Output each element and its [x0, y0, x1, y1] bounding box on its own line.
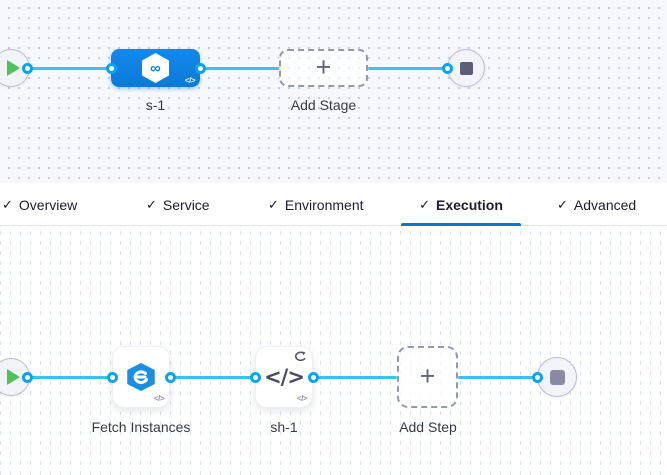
execution-start-node — [0, 358, 30, 396]
check-icon: ✓ — [557, 196, 568, 212]
swap-arrow-glyph — [133, 370, 148, 384]
tab-label: Environment — [284, 196, 364, 213]
add-stage-button[interactable]: + — [279, 49, 368, 87]
tab-advanced[interactable]: ✓ Advanced — [541, 183, 652, 226]
tab-execution[interactable]: ✓ Execution — [401, 183, 521, 226]
play-icon — [6, 369, 20, 385]
port-fetch-out[interactable] — [164, 371, 176, 383]
stage-label: s-1 — [145, 97, 166, 113]
port-sh1-out[interactable] — [307, 371, 319, 383]
code-template-icon: </> — [296, 394, 308, 403]
edge-start-to-stage — [27, 66, 111, 70]
port-end-in[interactable] — [441, 62, 453, 74]
step-node-sh1[interactable]: </> </> — [255, 346, 313, 408]
stage-node-s1[interactable]: ∞ </> — [111, 49, 200, 87]
tab-environment[interactable]: ✓ Environment — [252, 183, 380, 226]
check-icon: ✓ — [2, 196, 13, 212]
port-fetch-in[interactable] — [106, 371, 118, 383]
port-stage-out[interactable] — [194, 62, 206, 74]
port-exec-end-in[interactable] — [531, 371, 543, 383]
plus-icon: + — [315, 51, 332, 82]
check-icon: ✓ — [268, 196, 279, 212]
tab-label: Advanced — [573, 196, 637, 213]
pipeline-end-node — [447, 49, 485, 87]
port-sh1-in[interactable] — [249, 371, 261, 383]
tab-overview[interactable]: ✓ Overview — [0, 183, 93, 226]
execution-canvas[interactable]: </> </> </> + Fetch Instances sh-1 Add S… — [0, 226, 667, 475]
port-start-out[interactable] — [21, 62, 33, 74]
port-exec-start-out[interactable] — [21, 371, 33, 383]
play-icon — [6, 60, 20, 76]
deployment-hexagon-infinity-icon: ∞ — [142, 53, 169, 83]
looping-strategy-icon — [294, 351, 306, 362]
add-step-button[interactable]: + — [397, 346, 458, 408]
tab-label: Execution — [436, 196, 503, 213]
edge-stage-to-addstage — [200, 66, 280, 70]
stop-icon — [549, 369, 565, 385]
infinity-glyph: ∞ — [150, 59, 161, 77]
tab-label: Service — [162, 196, 210, 213]
edge-addstep-to-end — [458, 375, 537, 379]
code-template-icon: </> — [184, 76, 196, 85]
step-label-sh1: sh-1 — [270, 419, 298, 435]
stop-icon — [459, 61, 473, 75]
stage-config-tabbar: ✓ Overview ✓ Service ✓ Environment ✓ Exe… — [0, 183, 667, 226]
add-stage-label: Add Stage — [290, 97, 357, 113]
check-icon: ✓ — [419, 196, 430, 212]
execution-end-node — [537, 357, 577, 397]
code-template-icon: </> — [153, 394, 165, 403]
tab-service[interactable]: ✓ Service — [130, 183, 226, 226]
elastigroup-swap-icon — [127, 363, 155, 391]
edge-sh1-to-addstep — [313, 375, 397, 379]
port-stage-in[interactable] — [105, 62, 117, 74]
add-step-label: Add Step — [399, 419, 457, 435]
check-icon: ✓ — [146, 196, 157, 212]
step-label-fetch-instances: Fetch Instances — [91, 419, 191, 435]
edge-addstage-to-end — [368, 66, 447, 70]
tab-label: Overview — [18, 196, 78, 213]
edge-fetch-to-sh1 — [170, 375, 255, 379]
step-node-fetch-instances[interactable]: </> — [112, 346, 170, 408]
plus-icon: + — [419, 360, 436, 391]
edge-start-to-fetch — [27, 375, 112, 379]
stage-canvas[interactable]: ∞ </> + s-1 Add Stage — [0, 0, 667, 183]
code-icon: </> — [264, 365, 305, 389]
